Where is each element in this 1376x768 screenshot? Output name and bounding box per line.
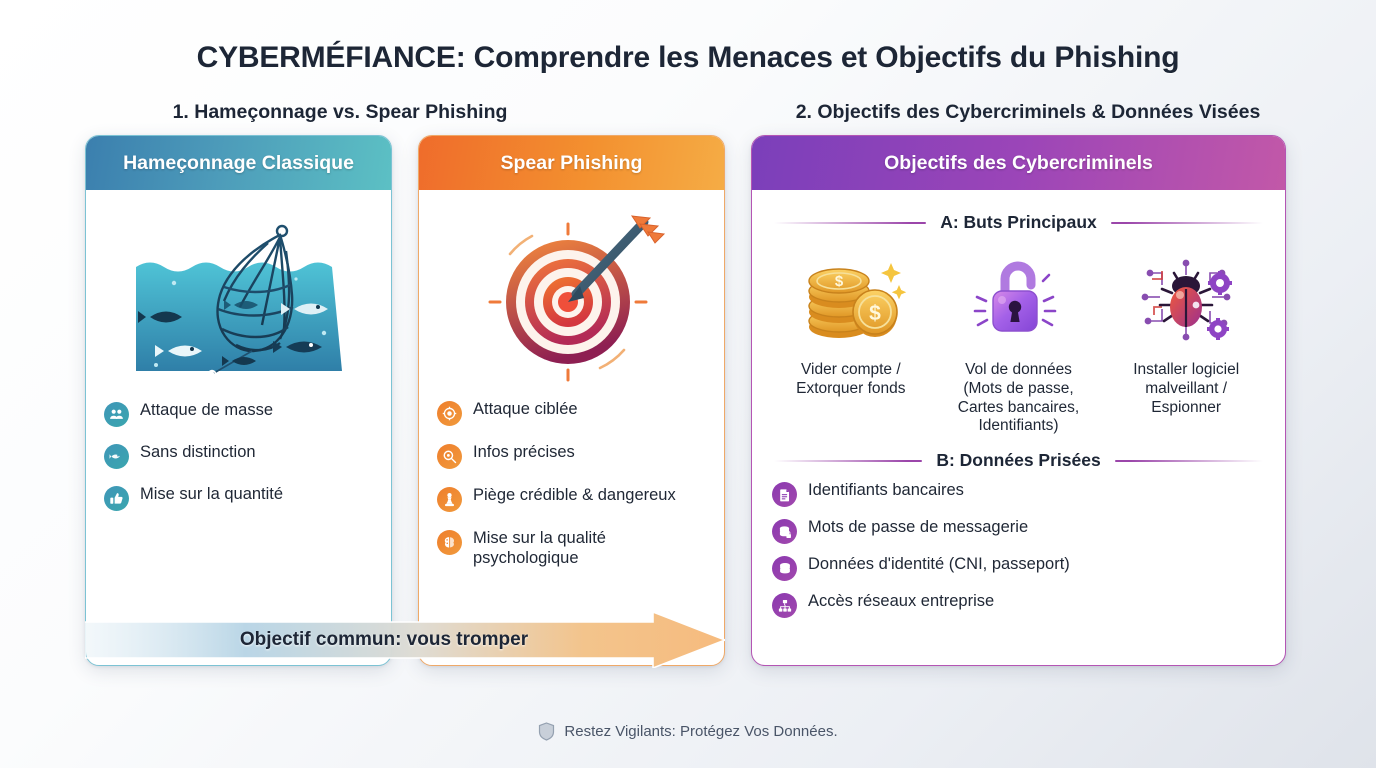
list-item: Accès réseaux entreprise [772,592,1267,618]
card-classic-phishing: Hameçonnage Classique [85,135,392,666]
card-spear-phishing: Spear Phishing [418,135,725,666]
card-objectives-title: Objectifs des Cybercriminels [752,136,1285,190]
database-icon [772,556,797,581]
list-item-label: Identifiants bancaires [808,481,964,499]
database-lock-icon [772,519,797,544]
fishing-net-underwater-illustration [104,212,373,387]
section-a-title: A: Buts Principaux [940,212,1097,232]
shield-icon [538,722,555,741]
card-objectives-body: A: Buts Principaux [752,190,1285,665]
goals-row: $ $ [770,243,1267,436]
thumbs-up-icon [104,486,129,511]
footer: Restez Vigilants: Protégez Vos Données. [0,722,1376,741]
card-classic-title: Hameçonnage Classique [86,136,391,190]
list-item: Attaque ciblée [437,400,706,426]
classic-bullet-list: Attaque de masse Sans distinction [104,401,373,511]
svg-text:$: $ [869,302,881,325]
card-objectives: Objectifs des Cybercriminels A: Buts Pri… [751,135,1286,666]
comparison-group: Hameçonnage Classique [85,135,725,666]
bullseye-target-with-arrow-illustration [437,206,706,386]
card-spear-title: Spear Phishing [419,136,724,190]
list-item: Mise sur la quantité [104,485,373,511]
list-item-label: Piège crédible & dangereux [473,486,676,504]
users-icon [104,402,129,427]
bank-document-icon [772,482,797,507]
network-sitemap-icon [772,593,797,618]
goal-item: Vol de données (Mots de passe, Cartes ba… [938,243,1100,436]
data-target-list: Identifiants bancaires Mots de passe de … [770,481,1267,618]
list-item: Piège crédible & dangereux [437,486,706,512]
svg-text:$: $ [835,273,844,290]
list-item-label: Mots de passe de messagerie [808,518,1029,536]
divider-line-right [1114,459,1263,462]
list-item: Mots de passe de messagerie [772,518,1267,544]
list-item-label: Accès réseaux entreprise [808,592,995,610]
section-b-title: B: Données Prisées [936,450,1101,470]
brain-icon [437,530,462,555]
footer-text: Restez Vigilants: Protégez Vos Données. [564,723,838,740]
section-heading-left: 1. Hameçonnage vs. Spear Phishing [172,101,508,123]
list-item-label: Données d'identité (CNI, passeport) [808,555,1070,573]
list-item: Sans distinction [104,443,373,469]
list-item-label: Attaque ciblée [473,400,578,418]
divider-line-right [1110,221,1263,224]
goal-caption: Vider compte / Extorquer fonds [796,361,906,397]
card-spear-body: Attaque ciblée Infos précises [419,190,724,665]
magnifier-icon [437,444,462,469]
section-heading-right: 2. Objectifs des Cybercriminels & Donnée… [795,101,1261,123]
section-headings: 1. Hameçonnage vs. Spear Phishing 2. Obj… [0,101,1376,124]
malware-bug-circuit-icon [1130,243,1242,355]
divider-line-left [774,221,927,224]
list-item: Mise sur la qualité psychologique [437,529,706,569]
list-item-label: Mise sur la qualité psychologique [473,529,606,567]
fish-blur-icon [104,444,129,469]
goal-item: Installer logiciel malveillant / Espionn… [1105,243,1267,436]
list-item: Infos précises [437,443,706,469]
page-title: CYBERMÉFIANCE: Comprendre les Menaces et… [196,41,1180,74]
list-item-label: Mise sur la quantité [140,485,284,503]
chess-pawn-trap-icon [437,487,462,512]
infographic-board: Hameçonnage Classique [0,124,1376,666]
section-b-divider: B: Données Prisées [774,450,1263,471]
card-classic-body: Attaque de masse Sans distinction [86,190,391,665]
list-item: Identifiants bancaires [772,481,1267,507]
list-item-label: Sans distinction [140,443,256,461]
goal-caption: Vol de données (Mots de passe, Cartes ba… [957,361,1080,435]
list-item: Données d'identité (CNI, passeport) [772,555,1267,581]
divider-line-left [774,459,923,462]
goal-item: $ $ [770,243,932,436]
goal-caption: Installer logiciel malveillant / Espionn… [1133,361,1240,416]
list-item-label: Attaque de masse [140,401,273,419]
crosshair-icon [437,401,462,426]
gold-coins-icon: $ $ [795,243,907,355]
list-item: Attaque de masse [104,401,373,427]
spear-bullet-list: Attaque ciblée Infos précises [437,400,706,569]
section-a-divider: A: Buts Principaux [774,212,1263,233]
open-padlock-icon [963,243,1075,355]
list-item-label: Infos précises [473,443,575,461]
